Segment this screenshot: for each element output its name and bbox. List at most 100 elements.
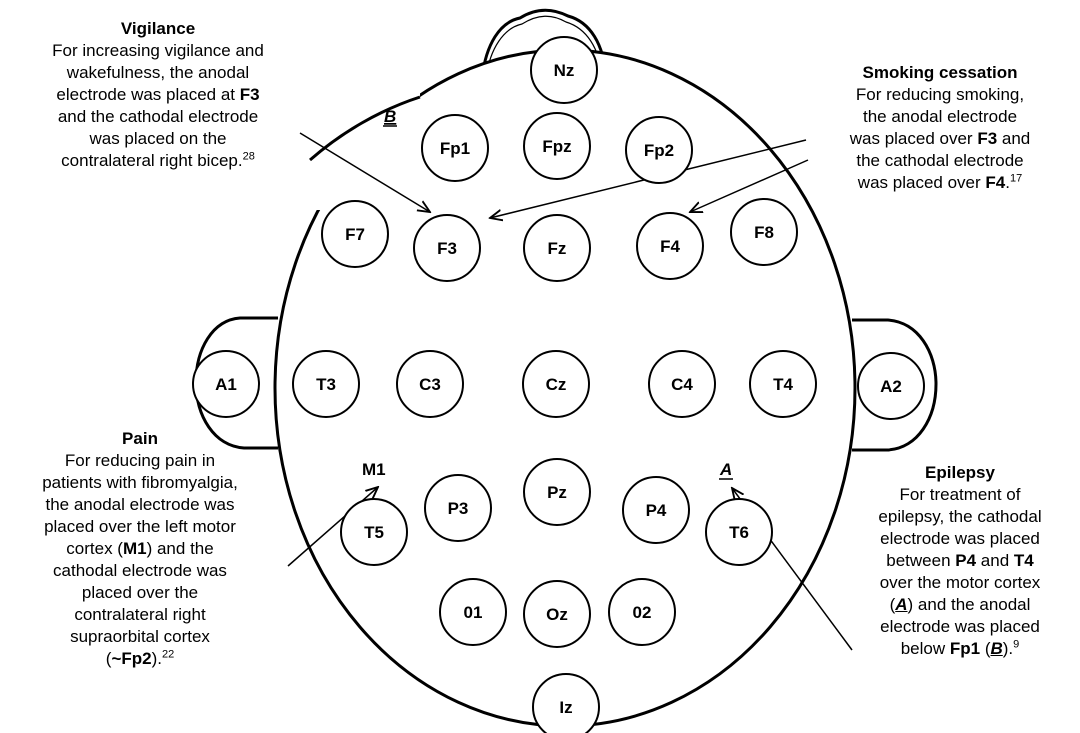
smoking-title: Smoking cessation [862, 63, 1018, 82]
electrode-label: C4 [671, 375, 693, 394]
electrode-oz: Oz [523, 580, 591, 648]
pain-line-4: placed over the left motor [44, 517, 236, 536]
vigilance-line-5: was placed on the [89, 129, 227, 148]
electrode-label: P3 [448, 499, 469, 518]
epilepsy-line-8-end: ). [1002, 639, 1014, 658]
pain-line-1: For reducing pain in [64, 451, 216, 470]
electrode-label: T5 [364, 523, 384, 542]
smoking-line-5-end: . [1005, 173, 1010, 192]
pain-ref: 22 [161, 648, 175, 661]
electrode-fp1: Fp1 [421, 114, 489, 182]
electrode-label: T3 [316, 375, 336, 394]
epilepsy-t4: T4 [1013, 551, 1034, 570]
electrode-label: T6 [729, 523, 749, 542]
electrode-label: Fp1 [440, 139, 470, 158]
epilepsy-line-1: For treatment of [899, 485, 1021, 504]
electrode-label: 02 [633, 603, 652, 622]
electrode-label: Fpz [542, 137, 571, 156]
electrode-a2: A2 [857, 352, 925, 420]
pain-line-10: ( [105, 649, 112, 668]
electrode-circle [321, 200, 389, 268]
pain-line-3: the anodal electrode was [45, 495, 235, 514]
pain-line-5: cortex ( [66, 539, 123, 558]
electrode-c4: C4 [648, 350, 716, 418]
epilepsy-ref: 9 [1013, 638, 1020, 651]
electrode-label: C3 [419, 375, 441, 394]
annotation-mask [0, 0, 420, 210]
pain-line-9: supraorbital cortex [70, 627, 210, 646]
electrode-label: Cz [546, 375, 567, 394]
pain-title: Pain [122, 429, 158, 448]
pain-line-5-end: ) and the [146, 539, 214, 558]
smoking-f4: F4 [985, 173, 1006, 192]
epilepsy-line-8: below [900, 639, 950, 658]
epilepsy-p4: P4 [955, 551, 977, 570]
electrode-label: Nz [554, 61, 575, 80]
electrode-label: Iz [559, 698, 572, 717]
pain-line-6: cathodal electrode was [53, 561, 227, 580]
epilepsy-line-6-end: ) and the anodal [907, 595, 1031, 614]
electrode-label: Pz [547, 483, 567, 502]
electrode-label: T4 [773, 375, 793, 394]
electrode-f8: F8 [730, 198, 798, 266]
smoking-line-4: the cathodal electrode [856, 151, 1024, 170]
epilepsy-line-7: electrode was placed [880, 617, 1040, 636]
electrode-pz: Pz [523, 458, 591, 526]
electrode-circle [636, 212, 704, 280]
epilepsy-fp1: Fp1 [949, 639, 981, 658]
electrode-t3: T3 [292, 350, 360, 418]
electrode-label: F4 [660, 237, 680, 256]
electrode-circle [523, 214, 591, 282]
vigilance-title: Vigilance [120, 19, 196, 38]
electrode-o2: 02 [608, 578, 676, 646]
vigilance-line-4: and the cathodal electrode [57, 107, 259, 126]
vigilance-ref: 28 [242, 150, 255, 163]
nose-outline-inner [485, 15, 603, 79]
pain-m1: M1 [122, 539, 147, 558]
electrode-p3: P3 [424, 474, 492, 542]
epilepsy-and: and [976, 551, 1014, 570]
electrode-circle [622, 476, 690, 544]
electrode-label: F8 [754, 223, 774, 242]
smoking-line-3-end: and [997, 129, 1031, 148]
electrode-fp2: Fp2 [625, 116, 693, 184]
electrode-o1: 01 [439, 578, 507, 646]
smoking-arrow-f4 [690, 159, 809, 212]
pain-annotation: Pain For reducing pain in patients with … [0, 428, 280, 670]
epilepsy-annotation: Epilepsy For treatment of epilepsy, the … [840, 462, 1080, 660]
epilepsy-b: B [990, 639, 1003, 658]
electrode-t5: T5 [340, 498, 408, 566]
electrode-p4: P4 [622, 476, 690, 544]
pain-line-2: patients with fibromyalgia, [42, 473, 238, 492]
electrode-label: F7 [345, 225, 365, 244]
epilepsy-line-2: epilepsy, the cathodal [878, 507, 1042, 526]
vigilance-line-1: For increasing vigilance and [52, 41, 264, 60]
vigilance-line-3: electrode was placed at [56, 85, 240, 104]
pain-line-10-end: ). [151, 649, 162, 668]
electrode-fz: Fz [523, 214, 591, 282]
electrode-circle [396, 350, 464, 418]
electrode-iz: Iz [532, 673, 600, 733]
electrode-t6: T6 [705, 498, 773, 566]
electrode-circle [523, 458, 591, 526]
marker-b: B [384, 107, 396, 126]
electrode-fpz: Fpz [523, 112, 591, 180]
marker-m1: M1 [362, 460, 386, 479]
electrode-cz: Cz [522, 350, 590, 418]
smoking-ref: 17 [1009, 172, 1023, 185]
electrode-circle [192, 350, 260, 418]
electrode-circle [625, 116, 693, 184]
electrode-circle [523, 580, 591, 648]
electrode-circle [730, 198, 798, 266]
electrode-circle [608, 578, 676, 646]
electrode-label: 01 [464, 603, 483, 622]
smoking-line-5: was placed over [857, 173, 986, 192]
electrode-circle [340, 498, 408, 566]
marker-a: A [719, 460, 732, 479]
electrode-f7: F7 [321, 200, 389, 268]
smoking-annotation: Smoking cessation For reducing smoking, … [800, 62, 1080, 194]
electrode-circle [857, 352, 925, 420]
smoking-line-3: was placed over [849, 129, 978, 148]
electrode-circle [413, 214, 481, 282]
